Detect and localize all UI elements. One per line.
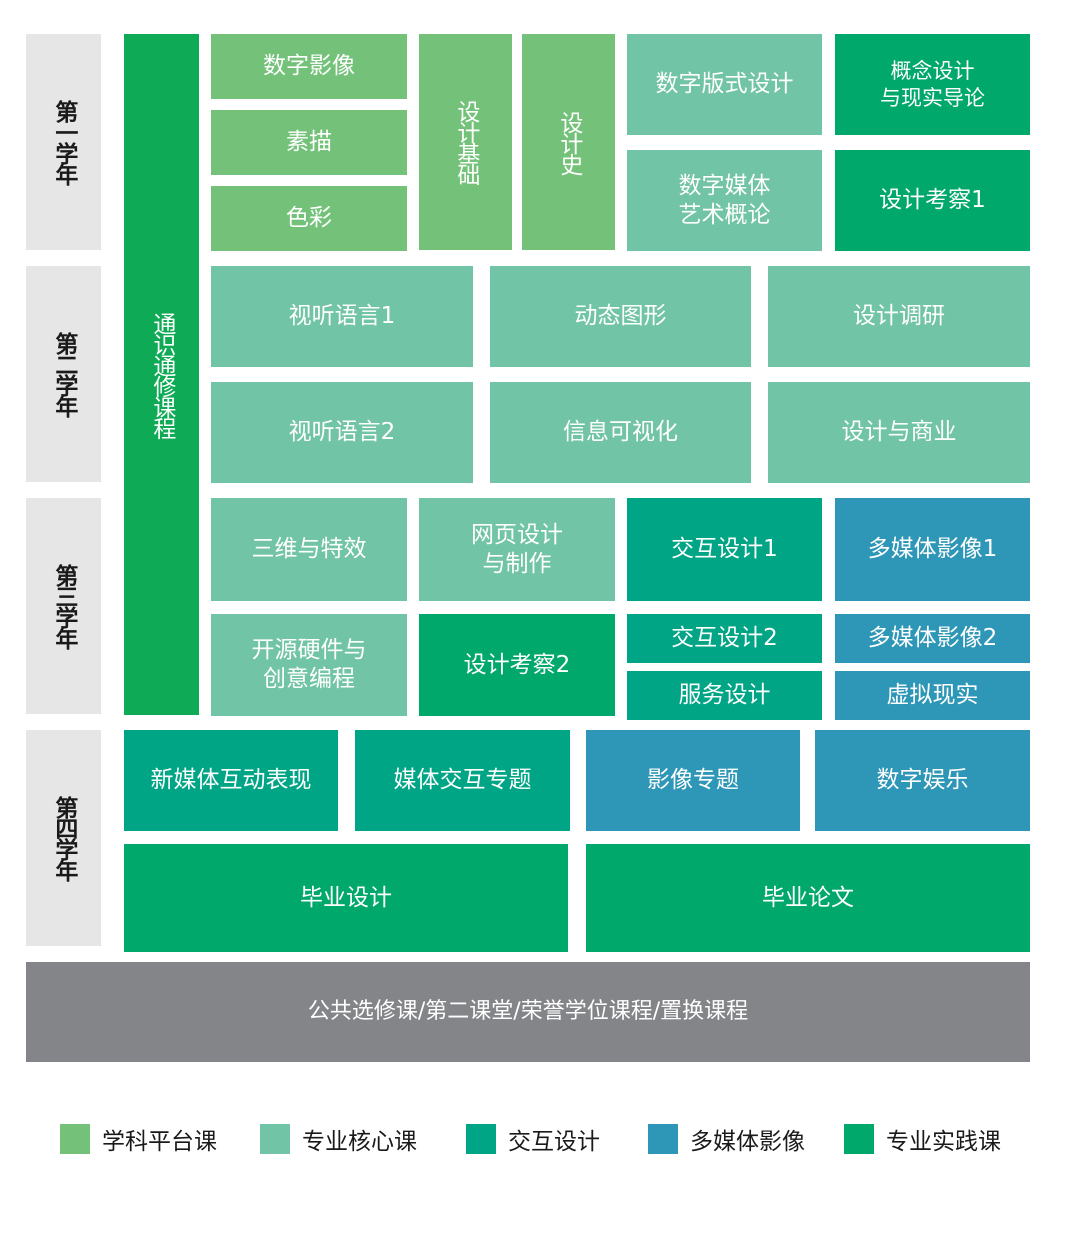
year-2-label: 第二学年	[26, 266, 101, 482]
course-digital-media-art: 数字媒体 艺术概论	[627, 150, 822, 251]
course-open-hardware: 开源硬件与 创意编程	[211, 614, 407, 716]
course-graduation-thesis: 毕业论文	[586, 844, 1030, 952]
legend-label: 交互设计	[508, 1129, 600, 1155]
course-sketch: 素描	[211, 110, 407, 175]
course-3d-effects: 三维与特效	[211, 498, 407, 601]
course-graduation-design: 毕业设计	[124, 844, 568, 952]
year-4-label: 第四学年	[26, 730, 101, 946]
course-design-survey-2: 设计考察2	[419, 614, 615, 716]
course-digital-image: 数字影像	[211, 34, 407, 99]
legend-label: 多媒体影像	[690, 1129, 805, 1155]
course-web-design: 网页设计 与制作	[419, 498, 615, 601]
legend-swatch	[844, 1124, 874, 1154]
course-interaction-design-2: 交互设计2	[627, 614, 822, 663]
legend-item-interaction: 交互设计	[466, 1124, 600, 1155]
general-education-courses: 通识通修课程	[124, 34, 199, 715]
course-av-language-1: 视听语言1	[211, 266, 473, 367]
legend-swatch	[60, 1124, 90, 1154]
course-multimedia-image-1: 多媒体影像1	[835, 498, 1030, 601]
year-3-label: 第三学年	[26, 498, 101, 714]
legend-swatch	[648, 1124, 678, 1154]
year-1-label: 第一学年	[26, 34, 101, 250]
course-design-history: 设计史	[522, 34, 615, 250]
course-design-business: 设计与商业	[768, 382, 1030, 483]
course-new-media-interactive: 新媒体互动表现	[124, 730, 338, 831]
legend-swatch	[466, 1124, 496, 1154]
course-service-design: 服务设计	[627, 671, 822, 720]
course-design-research: 设计调研	[768, 266, 1030, 367]
course-interaction-design-1: 交互设计1	[627, 498, 822, 601]
course-concept-design: 概念设计 与现实导论	[835, 34, 1030, 135]
legend-item-multimedia: 多媒体影像	[648, 1124, 805, 1155]
course-design-survey-1: 设计考察1	[835, 150, 1030, 251]
course-digital-layout: 数字版式设计	[627, 34, 822, 135]
course-multimedia-image-2: 多媒体影像2	[835, 614, 1030, 663]
course-digital-entertainment: 数字娱乐	[815, 730, 1030, 831]
course-av-language-2: 视听语言2	[211, 382, 473, 483]
public-courses-bar: 公共选修课/第二课堂/荣誉学位课程/置换课程	[26, 962, 1030, 1062]
legend-swatch	[260, 1124, 290, 1154]
course-color: 色彩	[211, 186, 407, 251]
course-design-basics: 设计基础	[419, 34, 512, 250]
legend-item-platform: 学科平台课	[60, 1124, 217, 1155]
legend-label: 学科平台课	[102, 1129, 217, 1155]
legend-item-practice: 专业实践课	[844, 1124, 1001, 1155]
legend-label: 专业核心课	[302, 1129, 417, 1155]
course-media-interaction-topic: 媒体交互专题	[355, 730, 570, 831]
course-virtual-reality: 虚拟现实	[835, 671, 1030, 720]
course-info-visualization: 信息可视化	[490, 382, 751, 483]
legend-label: 专业实践课	[886, 1129, 1001, 1155]
course-motion-graphics: 动态图形	[490, 266, 751, 367]
legend-item-core: 专业核心课	[260, 1124, 417, 1155]
course-image-topic: 影像专题	[586, 730, 800, 831]
legend: 学科平台课 专业核心课 交互设计 多媒体影像 专业实践课	[60, 1124, 1020, 1155]
